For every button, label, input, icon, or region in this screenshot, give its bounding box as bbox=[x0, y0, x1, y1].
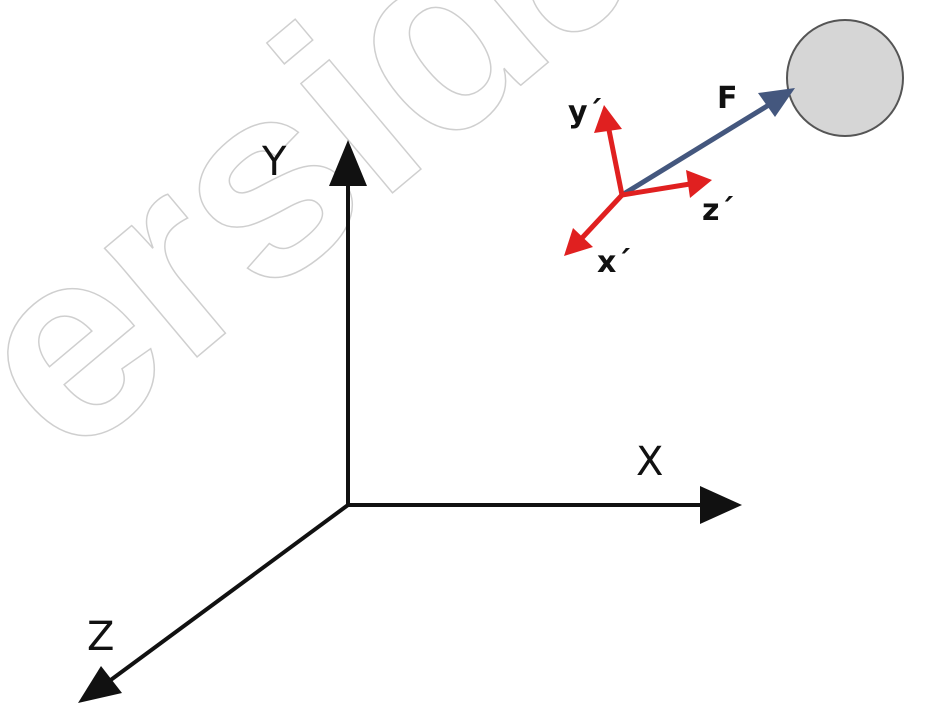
force-arrowhead bbox=[758, 88, 795, 117]
y-axis-label: Y bbox=[261, 139, 287, 185]
global-axes: Y X Z bbox=[78, 139, 742, 703]
local-x-axis-line bbox=[580, 193, 624, 240]
force-label: F bbox=[717, 81, 738, 116]
local-z-axis-line bbox=[621, 181, 691, 198]
x-axis-label: X bbox=[636, 439, 663, 485]
local-z-label: z´ bbox=[702, 193, 734, 228]
local-y-label: y´ bbox=[568, 95, 603, 130]
y-axis-arrowhead bbox=[329, 140, 367, 186]
body-circle bbox=[786, 19, 904, 137]
x-axis-arrowhead bbox=[700, 486, 742, 524]
local-x-label: x´ bbox=[597, 245, 631, 280]
z-axis-arrowhead bbox=[78, 666, 122, 703]
local-y-arrowhead bbox=[594, 105, 622, 133]
local-y-axis-line bbox=[605, 124, 625, 196]
local-z-arrowhead bbox=[686, 170, 712, 198]
force-vector: F bbox=[620, 81, 795, 198]
local-axes: y´ z´ x´ bbox=[564, 95, 734, 280]
force-arrow-line bbox=[620, 100, 774, 198]
z-axis-label: Z bbox=[87, 614, 114, 660]
z-axis-line bbox=[106, 503, 350, 684]
local-x-arrowhead bbox=[564, 228, 593, 256]
